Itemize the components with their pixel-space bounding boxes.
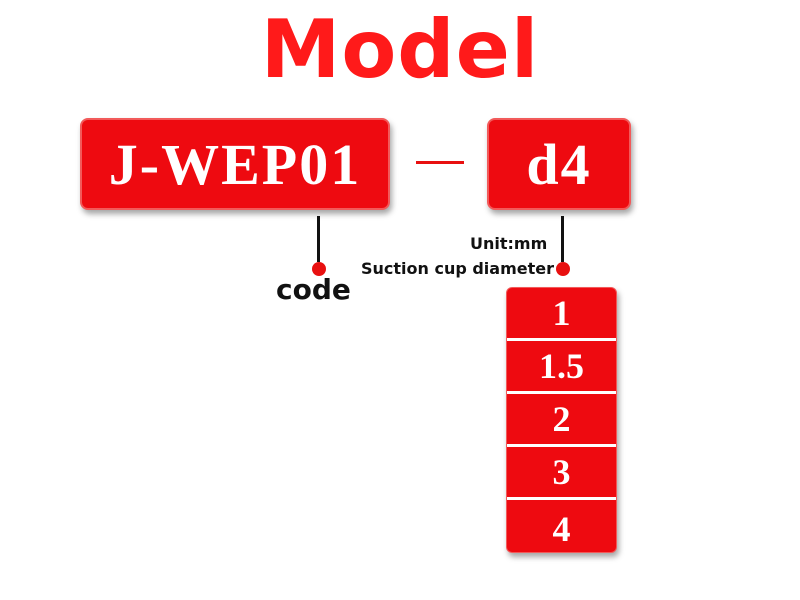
model-code-text: J-WEP01 bbox=[108, 131, 362, 197]
diameter-option: 2 bbox=[507, 394, 616, 447]
diameter-option: 1 bbox=[507, 288, 616, 341]
model-size-text: d4 bbox=[526, 131, 592, 197]
diameter-options-list: 1 1.5 2 3 4 bbox=[506, 287, 617, 553]
code-label: code bbox=[276, 273, 351, 306]
diameter-connector-line bbox=[561, 216, 564, 262]
diameter-option: 4 bbox=[552, 509, 571, 549]
diameter-connector-dot bbox=[556, 262, 570, 276]
model-size-box: d4 bbox=[487, 118, 631, 210]
diameter-label: Suction cup diameter bbox=[360, 259, 554, 278]
model-code-box: J-WEP01 bbox=[80, 118, 390, 210]
separator-dash bbox=[416, 161, 464, 164]
page-title: Model bbox=[260, 3, 540, 96]
code-connector-line bbox=[317, 216, 320, 262]
code-connector-dot bbox=[312, 262, 326, 276]
unit-label: Unit:mm bbox=[470, 234, 548, 253]
diameter-option: 1.5 bbox=[507, 341, 616, 394]
diameter-option: 3 bbox=[507, 447, 616, 500]
